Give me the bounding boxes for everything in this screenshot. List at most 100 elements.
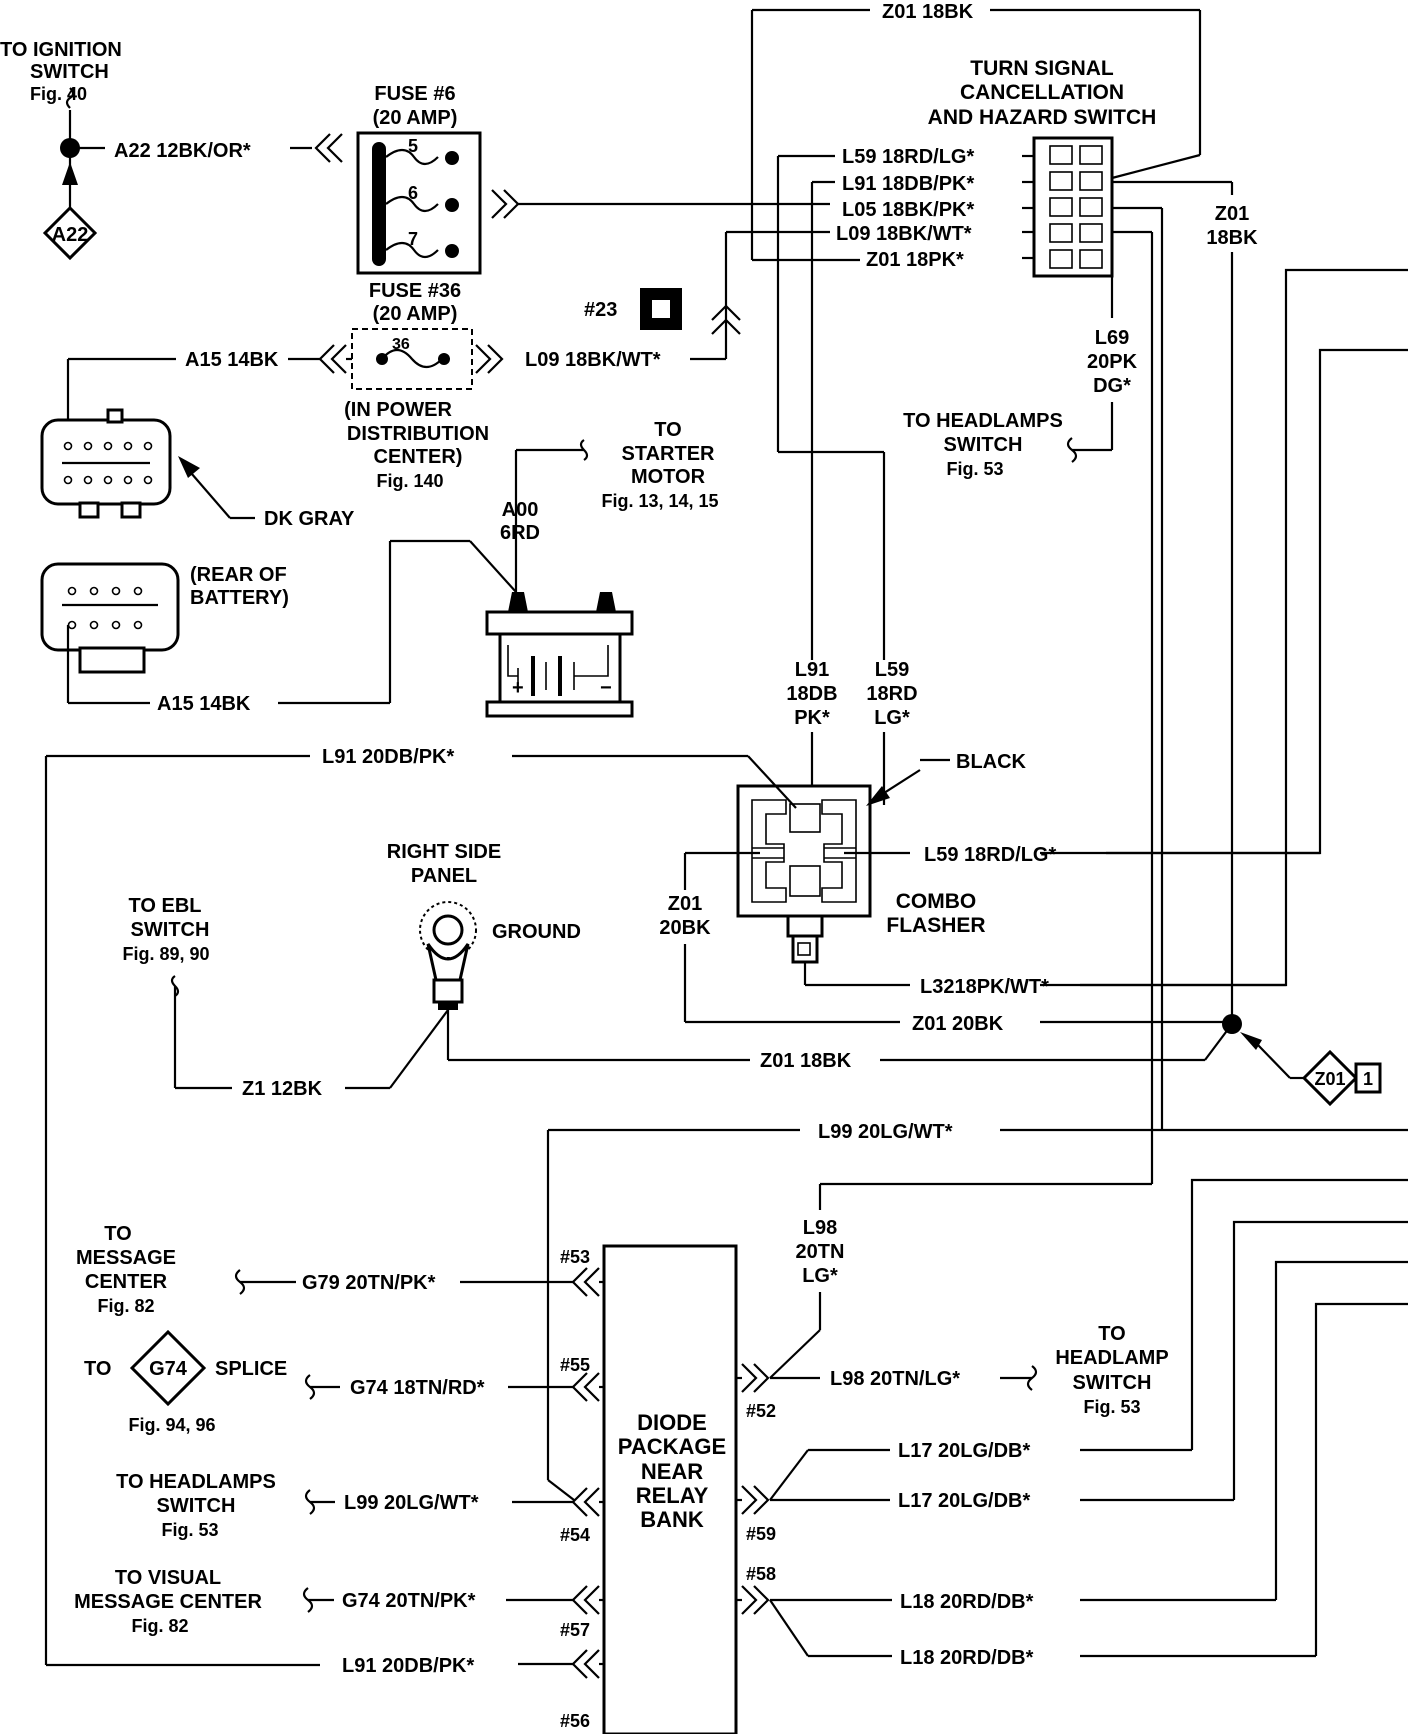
message-line2: MESSAGE bbox=[76, 1247, 176, 1269]
l32-label: L3218PK/WT* bbox=[920, 976, 1049, 998]
z01-20-label: Z01 20BK bbox=[912, 1013, 1004, 1035]
right-panel-line2: PANEL bbox=[411, 865, 477, 887]
l99-bottom-label: L99 20LG/WT* bbox=[344, 1492, 479, 1514]
pdc-line1: (IN POWER bbox=[344, 399, 452, 421]
headlamp-switch-line3: SWITCH bbox=[1073, 1372, 1152, 1394]
combo-flasher-box bbox=[736, 784, 872, 918]
a22-diamond-label: A22 bbox=[52, 224, 89, 246]
ebl-line2: SWITCH bbox=[131, 919, 210, 941]
ebl-line1: TO EBL bbox=[129, 895, 202, 917]
l59-vert-label3: LG* bbox=[874, 707, 910, 729]
fuse6-title: FUSE #6 bbox=[374, 83, 455, 105]
flasher-latch bbox=[786, 914, 824, 938]
battery-section: A15 14BK DK GRAY (REAR OF BATTERY) A15 1… bbox=[40, 349, 719, 718]
l91-vert-label3: PK* bbox=[794, 707, 830, 729]
connector-chevron-icon bbox=[571, 1585, 600, 1615]
z01-20-vert-label1: Z01 bbox=[668, 893, 702, 915]
cavity bbox=[1049, 223, 1073, 243]
l98-vert-label2: 20TN bbox=[796, 1241, 845, 1263]
connector-chevron-icon bbox=[741, 1363, 770, 1393]
starter-line1: TO bbox=[654, 419, 681, 441]
connector-chevron-icon bbox=[571, 1267, 600, 1297]
wire-break-icon bbox=[234, 1269, 246, 1295]
l98-horiz-label: L98 20TN/LG* bbox=[830, 1368, 960, 1390]
fuse-element-icon bbox=[385, 148, 439, 166]
black-label: BLACK bbox=[956, 751, 1027, 773]
ground-section: RIGHT SIDE PANEL GROUND Z01 18BK Z1 12BK… bbox=[122, 841, 851, 1100]
ground-crimp-base bbox=[438, 1002, 458, 1010]
ground-terminal-icon bbox=[426, 943, 470, 982]
combo-flasher-label1: COMBO bbox=[896, 890, 977, 913]
z01-20-vert-label2: 20BK bbox=[659, 917, 711, 939]
connector-chevron-icon bbox=[571, 1372, 600, 1402]
fuse36-amp: (20 AMP) bbox=[373, 303, 458, 325]
pin bbox=[111, 620, 121, 630]
cavity bbox=[1079, 223, 1103, 243]
headlamps-top-line2: SWITCH bbox=[944, 434, 1023, 456]
connector-tab bbox=[106, 408, 124, 424]
flasher-pin bbox=[789, 865, 821, 897]
g74-18-label: G74 18TN/RD* bbox=[350, 1377, 485, 1399]
combo-flasher-label2: FLASHER bbox=[886, 914, 985, 937]
wire-break-icon bbox=[302, 1587, 314, 1613]
headlamps-top-line1: TO HEADLAMPS bbox=[903, 410, 1063, 432]
pin bbox=[103, 475, 113, 485]
connector-chevron-icon bbox=[314, 133, 343, 163]
turn-switch-connector bbox=[1032, 136, 1114, 278]
fuse-terminal-icon bbox=[445, 151, 459, 165]
cell-link bbox=[507, 645, 518, 677]
fuse6-busbar bbox=[372, 142, 386, 266]
a00-label1: A00 bbox=[502, 499, 539, 521]
l69-label3: DG* bbox=[1093, 375, 1131, 397]
connector-chevron-icon bbox=[318, 344, 347, 374]
dk-gray-leader bbox=[184, 465, 231, 519]
splice-label: SPLICE bbox=[215, 1358, 287, 1380]
left-pins bbox=[571, 1267, 604, 1679]
l17-a-label: L17 20LG/DB* bbox=[898, 1440, 1030, 1462]
a22-wire-label: A22 12BK/OR* bbox=[114, 140, 251, 162]
flasher-pin bbox=[789, 803, 821, 833]
fig-94-label: Fig. 94, 96 bbox=[128, 1415, 215, 1435]
diode-line2: PACKAGE bbox=[618, 1434, 726, 1459]
l91-20-to-flasher bbox=[747, 755, 797, 809]
l18-b-diag bbox=[769, 1599, 809, 1657]
pdc-line2: DISTRIBUTION bbox=[347, 423, 489, 445]
pin bbox=[133, 586, 143, 596]
cavity bbox=[1079, 171, 1103, 191]
fuse-terminal-icon bbox=[438, 353, 450, 365]
fuse-terminal-icon bbox=[445, 244, 459, 258]
pin bbox=[83, 441, 93, 451]
headlamp-switch-line2: HEADLAMP bbox=[1055, 1347, 1168, 1369]
cavity bbox=[1079, 145, 1103, 165]
fuse-element-icon bbox=[385, 241, 439, 259]
l18-b-riser bbox=[1314, 1302, 1408, 1656]
connector-chevron-icon bbox=[711, 304, 741, 335]
a00-label2: 6RD bbox=[500, 522, 540, 544]
z01-splice-leader bbox=[1257, 1044, 1291, 1079]
fuse-terminal-icon bbox=[445, 198, 459, 212]
starter-fig: Fig. 13, 14, 15 bbox=[601, 491, 718, 511]
visual-line1: TO VISUAL bbox=[115, 1567, 221, 1589]
connector-chevron-icon bbox=[571, 1649, 600, 1679]
pin bbox=[83, 475, 93, 485]
battery-top bbox=[485, 610, 634, 636]
switch-title3: AND HAZARD SWITCH bbox=[928, 106, 1157, 129]
l91-vert-label2: 18DB bbox=[786, 683, 837, 705]
pin bbox=[123, 475, 133, 485]
connector-chevron-icon bbox=[475, 344, 504, 374]
z01-splice-dot-icon bbox=[1222, 1014, 1242, 1034]
rear-battery-line1: (REAR OF bbox=[190, 564, 287, 586]
l09-fuse-label: L09 18BK/WT* bbox=[525, 349, 661, 371]
switch-wire-l91: L91 18DB/PK* bbox=[842, 173, 974, 195]
wire-break-icon bbox=[1066, 437, 1078, 463]
l69-label2: 20PK bbox=[1087, 351, 1138, 373]
turn-switch-section: Z01 18BK TURN SIGNAL CANCELLATION AND HA… bbox=[750, 1, 1408, 1184]
connector-tab bbox=[120, 501, 142, 519]
battery-minus: − bbox=[600, 677, 612, 699]
pin57: #57 bbox=[560, 1620, 590, 1640]
connector-23-hole bbox=[652, 300, 670, 318]
battery-plus: + bbox=[512, 677, 524, 699]
pin58: #58 bbox=[746, 1564, 776, 1584]
switch-title2: CANCELLATION bbox=[960, 81, 1124, 104]
cavity bbox=[1049, 197, 1073, 217]
